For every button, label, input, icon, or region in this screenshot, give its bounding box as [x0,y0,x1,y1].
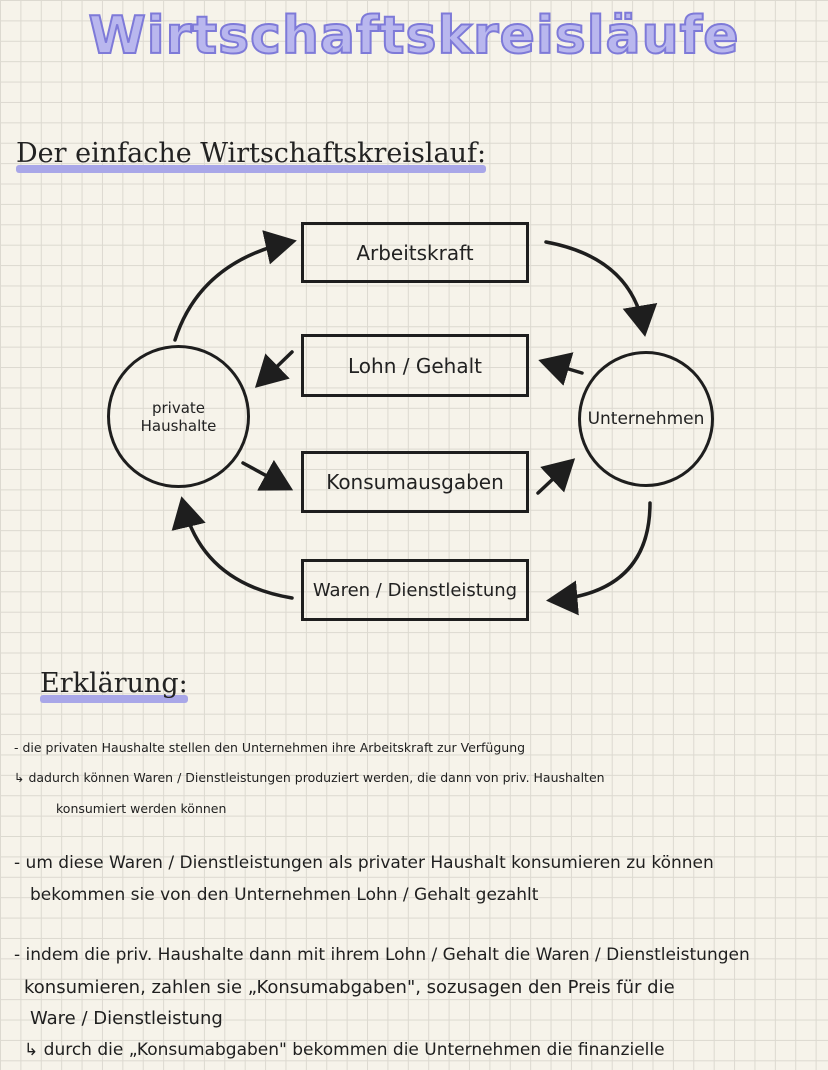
explanation-line: - um diese Waren / Dienstleistungen als … [14,853,714,873]
arrow-haushalte-to-konsum [241,459,294,491]
box-konsum-label: Konsumausgaben [326,470,504,494]
explanation-line: ↳ durch die „Konsumabgaben" bekommen die… [24,1040,665,1060]
page-title: Wirtschaftskreisläufe [87,5,740,67]
box-konsumausgaben: Konsumausgaben [301,451,529,513]
box-arbeitskraft-label: Arbeitskraft [356,240,474,265]
box-lohn-gehalt: Lohn / Gehalt [301,334,529,397]
explanation-heading-text: Erklärung: [40,668,188,699]
box-waren-dienstleistung: Waren / Dienstleistung [301,559,529,621]
box-lohn-label: Lohn / Gehalt [348,353,482,378]
arrow-unternehmen-to-lohn [538,352,584,386]
arrow-waren-to-haushalte [171,496,294,600]
arrow-unternehmen-to-waren [546,501,652,616]
explanation-line: ↳ dadurch können Waren / Dienstleistunge… [14,770,605,785]
explanation-line: konsumiert werden können [56,801,227,816]
explanation-heading: Erklärung: [40,668,188,703]
circle-unternehmen-label: Unternehmen [587,409,705,429]
explanation-line: - indem die priv. Haushalte dann mit ihr… [14,945,750,965]
box-arbeitskraft: Arbeitskraft [301,222,529,283]
arrow-haushalte-to-arbeitskraft [173,230,297,342]
arrow-arbeitskraft-to-unternehmen [544,240,658,337]
arrow-konsum-to-unternehmen [536,458,576,495]
explanation-line: bekommen sie von den Unternehmen Lohn / … [30,885,539,905]
circle-unternehmen: Unternehmen [578,351,714,487]
explanation-line: - die privaten Haushalte stellen den Unt… [14,740,526,755]
explanation-line: konsumieren, zahlen sie „Konsumabgaben",… [24,977,675,998]
arrow-lohn-to-haushalte [254,350,294,388]
circle-haushalte-label: private Haushalte [140,398,217,435]
explanation-line: Ware / Dienstleistung [30,1008,223,1029]
circle-private-haushalte: private Haushalte [107,345,250,488]
box-waren-label: Waren / Dienstleistung [312,579,518,601]
diagram-heading-text: Der einfache Wirtschaftskreislauf: [16,138,487,169]
